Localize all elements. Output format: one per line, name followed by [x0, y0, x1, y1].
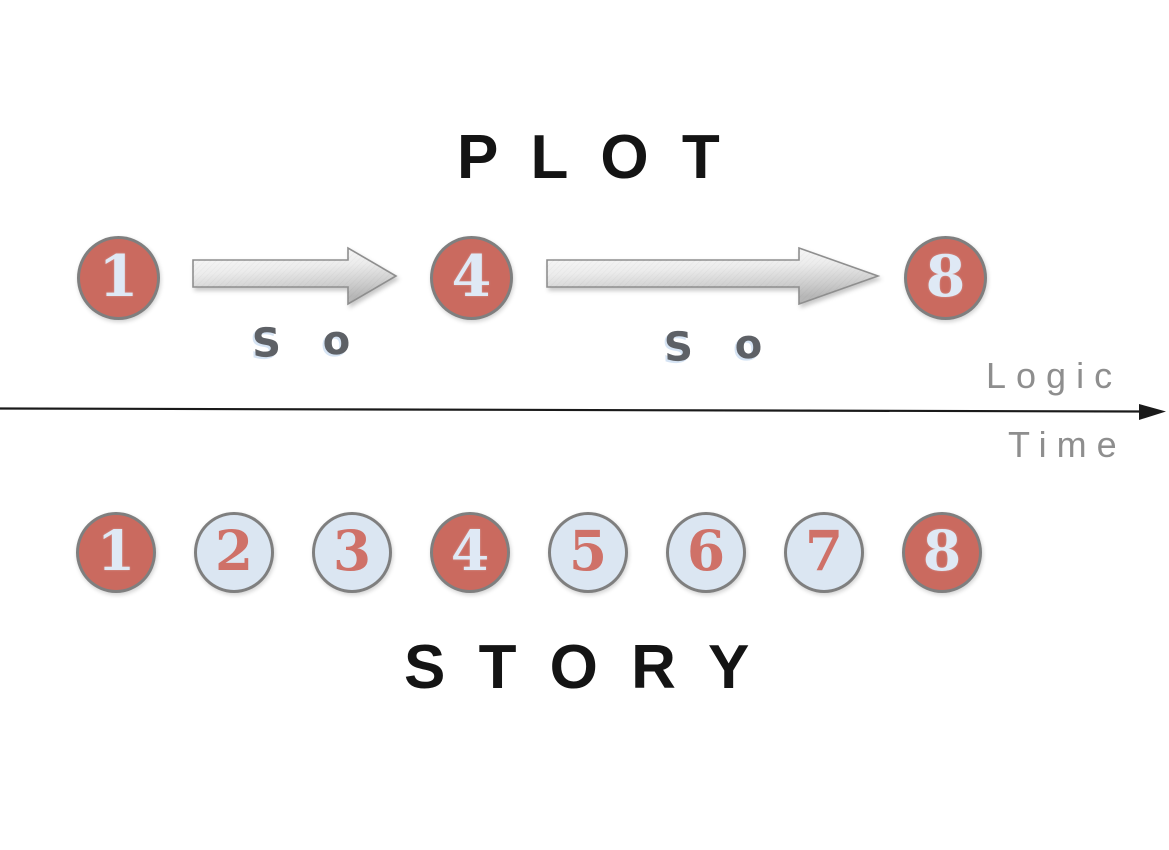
node-number: 7 — [804, 518, 844, 583]
connector-arrow-2-icon — [546, 246, 881, 306]
story-node-6: 6 — [666, 512, 746, 593]
story-title: S T O R Y — [404, 633, 758, 702]
connector-arrow-1-icon — [192, 246, 398, 306]
node-number: 8 — [925, 242, 966, 310]
node-number: 4 — [450, 518, 490, 583]
story-node-2: 2 — [194, 512, 274, 593]
connector-label-1: S o — [251, 317, 365, 367]
story-node-8: 8 — [902, 512, 982, 593]
node-number: 1 — [96, 518, 136, 583]
plot-node-4: 4 — [430, 236, 513, 320]
node-number: 8 — [922, 518, 962, 583]
node-number: 1 — [98, 242, 139, 310]
story-node-7: 7 — [784, 512, 864, 593]
plot-title: P L O T — [457, 123, 728, 192]
node-number: 2 — [214, 518, 254, 583]
logic-axis-label: Logic — [986, 355, 1123, 396]
connector-label-2: S o — [663, 321, 777, 371]
node-number: 3 — [332, 518, 372, 583]
timeline-axis — [0, 404, 1166, 420]
plot-node-8: 8 — [904, 236, 987, 320]
axis-arrowhead-icon — [1139, 404, 1166, 420]
story-node-3: 3 — [312, 512, 392, 593]
node-number: 5 — [568, 518, 608, 583]
node-number: 4 — [451, 242, 492, 310]
axis-line — [0, 407, 1143, 413]
story-node-1: 1 — [76, 512, 156, 593]
time-axis-label: Time — [1008, 424, 1127, 465]
story-node-4: 4 — [430, 512, 510, 593]
story-node-5: 5 — [548, 512, 628, 593]
node-number: 6 — [686, 518, 726, 583]
plot-node-1: 1 — [77, 236, 160, 320]
